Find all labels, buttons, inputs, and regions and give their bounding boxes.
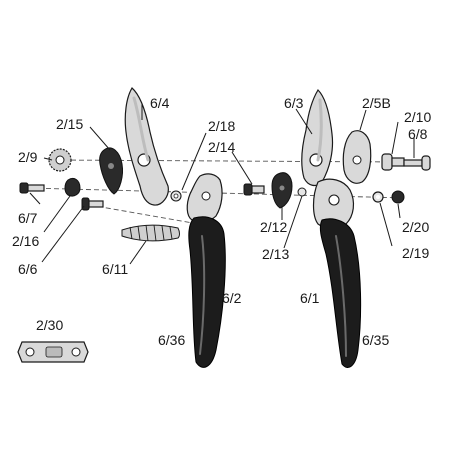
screw-6-6 <box>81 197 104 211</box>
plate-2-12 <box>271 172 293 209</box>
label-6-1: 6/1 <box>300 290 320 306</box>
bracket-2-5B <box>342 130 372 184</box>
nut-2-16 <box>64 177 81 197</box>
plate-2-15 <box>99 147 123 195</box>
label-2-15: 2/15 <box>56 116 83 132</box>
tool-key-2-30 <box>17 341 89 363</box>
label-6-2: 6/2 <box>222 290 242 306</box>
label-6-6: 6/6 <box>18 261 38 277</box>
label-2-13: 2/13 <box>262 246 289 262</box>
label-6-11: 6/11 <box>102 261 128 277</box>
label-2-18: 2/18 <box>208 118 235 134</box>
grip-6-36 <box>188 216 226 368</box>
label-2-5B: 2/5B <box>362 95 391 111</box>
label-6-35: 6/35 <box>362 332 389 348</box>
label-2-19: 2/19 <box>402 245 429 261</box>
bolt-2-10 <box>381 153 405 171</box>
nut-2-20 <box>391 190 405 204</box>
label-6-8: 6/8 <box>408 126 428 142</box>
washer-2-18 <box>170 190 182 202</box>
grip-6-35 <box>319 218 362 368</box>
ring-2-19 <box>372 191 384 203</box>
screw-6-7 <box>19 182 45 194</box>
label-2-16: 2/16 <box>12 233 39 249</box>
label-2-9: 2/9 <box>18 149 38 165</box>
label-2-30: 2/30 <box>36 317 63 333</box>
screw-2-14 <box>243 183 265 196</box>
label-6-4: 6/4 <box>150 95 170 111</box>
label-6-3: 6/3 <box>284 95 304 111</box>
label-6-36: 6/36 <box>158 332 185 348</box>
screw-6-8 <box>403 155 431 171</box>
label-2-12: 2/12 <box>260 219 287 235</box>
axis-line-spring <box>89 204 211 227</box>
label-2-10: 2/10 <box>404 109 431 125</box>
blade-6-3 <box>301 89 334 187</box>
washer-2-9 <box>48 148 72 172</box>
label-2-20: 2/20 <box>402 219 429 235</box>
leader-lines <box>29 104 415 265</box>
label-6-7: 6/7 <box>18 210 38 226</box>
blade-6-4 <box>124 87 169 206</box>
spring-6-11 <box>121 224 180 242</box>
label-2-14: 2/14 <box>208 139 235 155</box>
handle-6-2 <box>186 173 223 222</box>
washer-2-13 <box>297 187 307 197</box>
